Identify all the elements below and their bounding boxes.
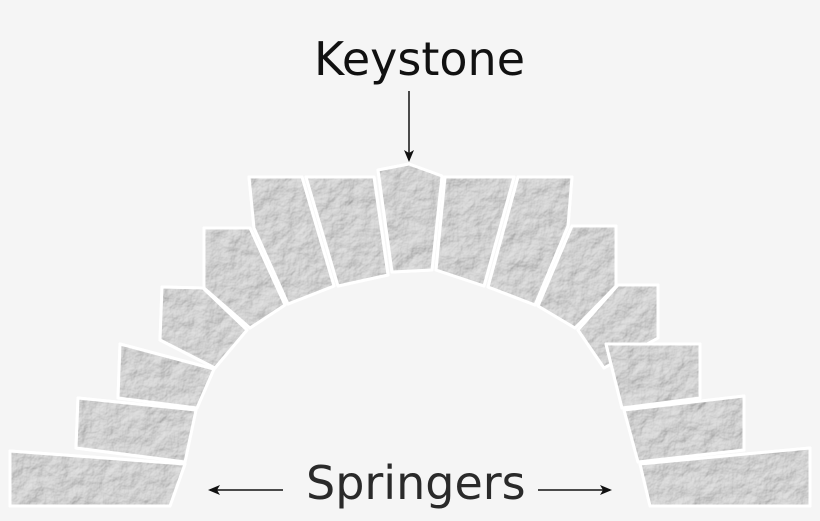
springer-stone-right-texture [640,448,810,506]
voussoir-left-6-texture [306,177,388,286]
voussoir-right-1-texture [624,396,744,462]
voussoir-left-5-texture [249,177,334,304]
voussoir-right-5-texture [488,177,572,305]
voussoir-left-3-texture [160,287,247,368]
voussoir-right-6-texture [436,177,514,286]
voussoir-right-2-joint [604,342,702,410]
voussoir-stones [8,162,812,508]
voussoir-left-4-texture [204,228,285,328]
voussoir-left-2-joint [116,342,216,410]
voussoir-left-4-joint [202,226,287,330]
voussoir-right-6-joint [434,175,516,288]
voussoir-left-1-texture [76,398,196,462]
voussoir-right-5-joint [486,175,574,307]
voussoir-left-3-joint [158,285,249,370]
voussoir-left-5-joint [247,175,336,306]
springers-label: Springers [306,456,526,510]
keystone-stone-joint [376,162,444,274]
voussoir-right-4-texture [538,226,616,328]
keystone-label: Keystone [314,32,525,86]
springer-stone-left-texture [10,451,185,506]
voussoir-right-2-texture [606,344,700,408]
keystone-stone-texture [378,164,442,272]
springer-stone-right-joint [638,446,812,508]
voussoir-left-2-texture [118,344,214,408]
voussoir-right-4-joint [536,224,618,330]
voussoir-right-1-joint [622,394,746,464]
voussoir-left-1-joint [74,396,198,464]
springer-stone-left-joint [8,449,187,508]
voussoir-left-6-joint [304,175,390,288]
